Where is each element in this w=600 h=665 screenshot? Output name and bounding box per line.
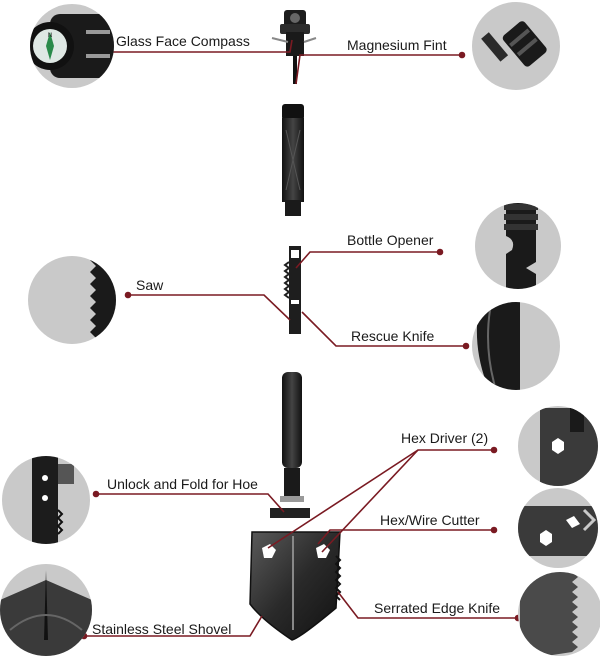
label-serrated-knife: Serrated Edge Knife — [374, 600, 501, 616]
shovel-blade-icon — [0, 564, 92, 656]
label-saw: Saw — [136, 277, 164, 293]
label-rescue-knife: Rescue Knife — [351, 328, 435, 344]
label-shovel: Stainless Steel Shovel — [92, 621, 232, 637]
tool-assembly — [249, 10, 342, 641]
serrated-knife-icon — [518, 572, 600, 656]
compass-icon: N — [30, 4, 114, 88]
hex-driver-icon — [518, 406, 598, 486]
flint-icon — [472, 2, 560, 90]
label-bottle-opener: Bottle Opener — [347, 232, 434, 248]
hex-wire-cutter-icon — [518, 488, 598, 568]
label-hex-wire-cutter: Hex/Wire Cutter — [380, 512, 480, 528]
label-unlock-hoe: Unlock and Fold for Hoe — [107, 476, 258, 492]
svg-text:N: N — [48, 33, 52, 39]
saw-icon — [28, 256, 116, 344]
bottle-opener-icon — [475, 203, 561, 289]
label-hex-driver: Hex Driver (2) — [401, 430, 489, 446]
unlock-hoe-icon — [2, 456, 90, 544]
rescue-knife-icon — [472, 302, 560, 390]
label-flint: Magnesium Fint — [347, 37, 447, 53]
label-compass: Glass Face Compass — [116, 33, 250, 49]
leader-lines — [80, 39, 522, 640]
